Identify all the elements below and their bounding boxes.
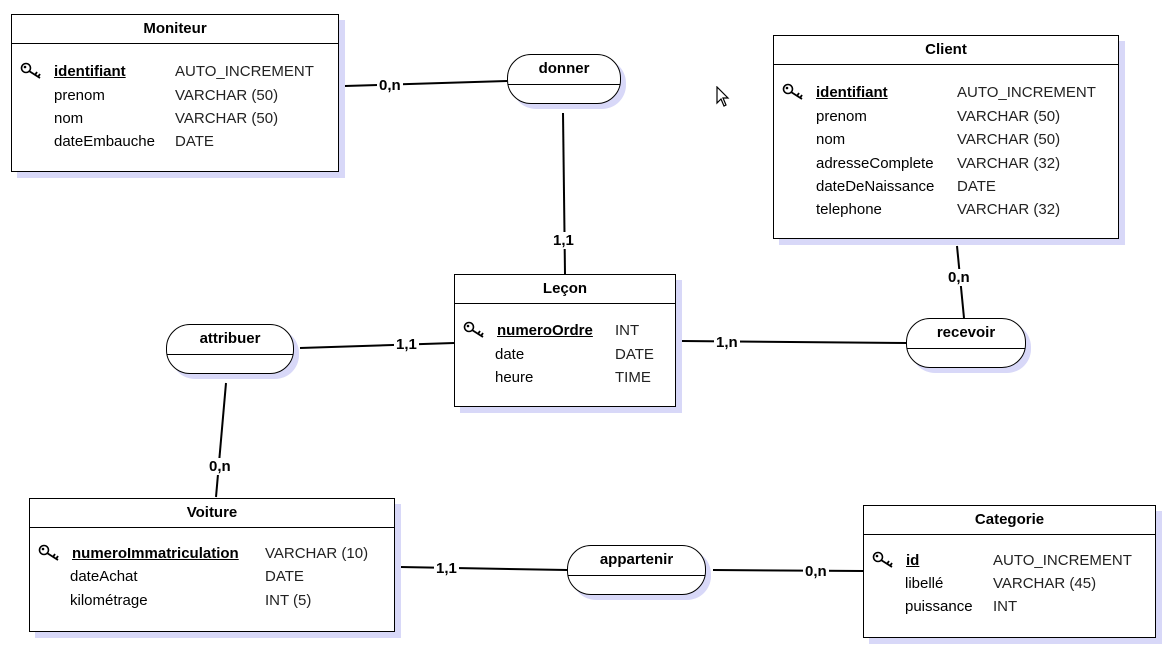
link-donner-lecon [562, 112, 566, 275]
attribute-name: libellé [905, 575, 944, 592]
attribute-row: identifiant AUTO_INCREMENT [12, 61, 338, 83]
attribute-row: dateEmbauche DATE [12, 131, 338, 153]
association-appartenir[interactable]: appartenir [567, 545, 706, 595]
mouse-pointer-icon [716, 85, 730, 113]
attribute-type: VARCHAR (32) [957, 155, 1061, 172]
cardinality-client-recevoir: 0,n [946, 269, 972, 286]
attribute-type: TIME [615, 369, 651, 386]
attribute-row: id AUTO_INCREMENT [864, 550, 1155, 572]
attribute-name: id [906, 552, 920, 569]
association-attribuer[interactable]: attribuer [166, 324, 294, 374]
attribute-row: libellé VARCHAR (45) [864, 573, 1155, 595]
attribute-type: VARCHAR (10) [265, 545, 369, 562]
attribute-type: DATE [615, 346, 654, 363]
cardinality-lecon-recevoir: 1,n [714, 334, 740, 351]
attribute-type: AUTO_INCREMENT [957, 84, 1096, 101]
attribute-row: prenom VARCHAR (50) [12, 85, 338, 107]
entity-moniteur[interactable]: Moniteur identifiant AUTO_INCREMENT pren… [11, 14, 339, 172]
attribute-type: AUTO_INCREMENT [993, 552, 1132, 569]
entity-title: Moniteur [12, 15, 338, 44]
attribute-row: adresseComplete VARCHAR (32) [774, 153, 1118, 175]
link-voiture-appartenir [399, 566, 568, 571]
attribute-type: VARCHAR (50) [957, 131, 1061, 148]
cardinality-lecon-attribuer: 1,1 [394, 336, 419, 353]
attribute-name: numeroOrdre [497, 322, 593, 339]
key-icon [463, 321, 487, 339]
attribute-name: dateAchat [70, 568, 138, 585]
attribute-row: telephone VARCHAR (32) [774, 199, 1118, 221]
cardinality-moniteur-donner: 0,n [377, 77, 403, 94]
attribute-name: prenom [816, 108, 867, 125]
attribute-name: puissance [905, 598, 973, 615]
entity-categorie[interactable]: Categorie id AUTO_INCREMENT libellé VARC… [863, 505, 1156, 638]
attribute-row: dateDeNaissance DATE [774, 176, 1118, 198]
entity-lecon[interactable]: Leçon numeroOrdre INT date DATE heure TI… [454, 274, 676, 407]
association-label: appartenir [599, 551, 674, 568]
entity-client[interactable]: Client identifiant AUTO_INCREMENT prenom… [773, 35, 1119, 239]
link-attribuer-voiture [215, 382, 227, 498]
attribute-name: prenom [54, 87, 105, 104]
attribute-name: dateDeNaissance [816, 178, 935, 195]
key-icon [872, 551, 896, 569]
association-label: recevoir [936, 324, 996, 341]
attribute-type: DATE [265, 568, 304, 585]
entity-title: Voiture [30, 499, 394, 528]
attribute-row: prenom VARCHAR (50) [774, 106, 1118, 128]
cardinality-lecon-donner: 1,1 [551, 232, 576, 249]
attribute-type: INT (5) [265, 592, 312, 609]
attribute-type: VARCHAR (50) [175, 87, 279, 104]
cardinality-voiture-appartenir: 1,1 [434, 560, 459, 577]
key-icon [38, 544, 62, 562]
attribute-type: VARCHAR (50) [957, 108, 1061, 125]
association-recevoir[interactable]: recevoir [906, 318, 1026, 368]
attribute-row: nom VARCHAR (50) [774, 129, 1118, 151]
cardinality-categorie-appartenir: 0,n [803, 563, 829, 580]
association-donner[interactable]: donner [507, 54, 621, 104]
key-icon [782, 83, 806, 101]
attribute-name: telephone [816, 201, 882, 218]
attribute-name: nom [816, 131, 846, 148]
attribute-name: identifiant [816, 84, 888, 101]
attribute-name: adresseComplete [816, 155, 934, 172]
attribute-row: heure TIME [455, 367, 675, 389]
attribute-type: VARCHAR (32) [957, 201, 1061, 218]
association-divider [508, 84, 620, 85]
attribute-type: DATE [175, 133, 214, 150]
association-label: donner [538, 60, 590, 77]
attribute-row: numeroImmatriculation VARCHAR (10) [30, 543, 394, 565]
attribute-type: VARCHAR (50) [175, 110, 279, 127]
attribute-row: identifiant AUTO_INCREMENT [774, 82, 1118, 104]
attribute-name: dateEmbauche [54, 133, 155, 150]
association-divider [568, 575, 705, 576]
attribute-name: nom [54, 110, 84, 127]
attribute-type: INT [993, 598, 1018, 615]
association-divider [167, 354, 293, 355]
entity-voiture[interactable]: Voiture numeroImmatriculation VARCHAR (1… [29, 498, 395, 632]
association-label: attribuer [199, 330, 261, 347]
cardinality-voiture-attribuer: 0,n [207, 458, 233, 475]
attribute-row: puissance INT [864, 596, 1155, 618]
attribute-name: date [495, 346, 525, 363]
attribute-type: AUTO_INCREMENT [175, 63, 314, 80]
attribute-row: nom VARCHAR (50) [12, 108, 338, 130]
attribute-row: kilométrage INT (5) [30, 590, 394, 612]
attribute-name: heure [495, 369, 534, 386]
attribute-type: VARCHAR (45) [993, 575, 1097, 592]
link-moniteur-donner [344, 80, 508, 87]
key-icon [20, 62, 44, 80]
attribute-row: numeroOrdre INT [455, 320, 675, 342]
attribute-type: INT [615, 322, 640, 339]
attribute-name: numeroImmatriculation [72, 545, 239, 562]
link-appartenir-categorie [712, 569, 864, 572]
link-attribuer-lecon [299, 342, 455, 349]
attribute-name: kilométrage [70, 592, 148, 609]
attribute-row: dateAchat DATE [30, 566, 394, 588]
entity-title: Leçon [455, 275, 675, 304]
attribute-name: identifiant [54, 63, 126, 80]
association-divider [907, 348, 1025, 349]
entity-title: Categorie [864, 506, 1155, 535]
attribute-row: date DATE [455, 344, 675, 366]
entity-title: Client [774, 36, 1118, 65]
attribute-type: DATE [957, 178, 996, 195]
